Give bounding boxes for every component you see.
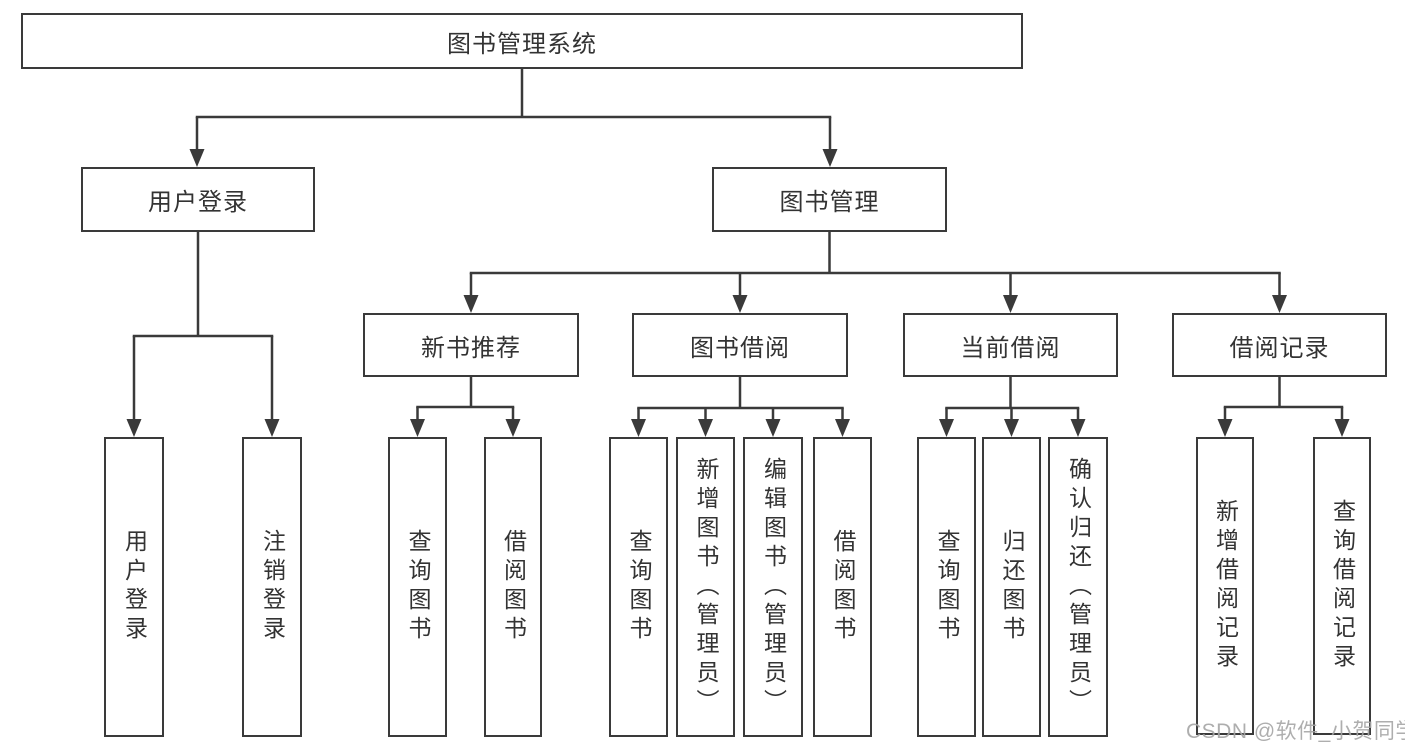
leaf-label: 注销登录 bbox=[259, 529, 286, 645]
leaf-user-login: 用户登录 bbox=[104, 437, 164, 737]
leaf-return-book: 归还图书 bbox=[982, 437, 1041, 737]
node-label: 借阅记录 bbox=[1229, 334, 1330, 362]
leaf-query-books-recommend: 查询图书 bbox=[388, 437, 447, 737]
node-label: 图书管理 bbox=[779, 189, 880, 216]
node-user-login: 用户登录 bbox=[81, 167, 315, 232]
leaf-label: 新增图书（管理员） bbox=[693, 456, 719, 718]
leaf-query-books-borrow: 查询图书 bbox=[609, 437, 668, 737]
leaf-query-books-current: 查询图书 bbox=[917, 437, 976, 737]
node-label: 图书借阅 bbox=[690, 334, 790, 362]
leaf-label: 编辑图书（管理员） bbox=[760, 456, 787, 718]
leaf-label: 查询借阅记录 bbox=[1329, 499, 1356, 673]
node-label: 当前借阅 bbox=[960, 334, 1061, 362]
leaf-logout: 注销登录 bbox=[242, 437, 302, 737]
node-label: 图书管理系统 bbox=[447, 30, 597, 58]
node-library-management-system: 图书管理系统 bbox=[21, 13, 1023, 69]
leaf-label: 借阅图书 bbox=[500, 529, 527, 645]
leaf-label: 新增借阅记录 bbox=[1212, 499, 1239, 673]
node-label: 新书推荐 bbox=[421, 334, 521, 362]
node-label: 用户登录 bbox=[148, 189, 248, 216]
watermark: CSDN @软件_小贺同学 bbox=[1186, 720, 1405, 743]
leaf-label: 确认归还（管理员） bbox=[1065, 456, 1092, 718]
leaf-label: 查询图书 bbox=[934, 529, 960, 645]
node-borrow-records: 借阅记录 bbox=[1172, 313, 1387, 377]
leaf-label: 借阅图书 bbox=[830, 529, 856, 645]
leaf-add-borrow-record: 新增借阅记录 bbox=[1196, 437, 1254, 735]
node-new-book-recommend: 新书推荐 bbox=[363, 313, 579, 377]
leaf-query-borrow-record: 查询借阅记录 bbox=[1313, 437, 1371, 735]
leaf-edit-book-admin: 编辑图书（管理员） bbox=[743, 437, 803, 737]
leaf-label: 查询图书 bbox=[405, 529, 431, 645]
leaf-add-book-admin: 新增图书（管理员） bbox=[676, 437, 735, 737]
node-book-borrow: 图书借阅 bbox=[632, 313, 848, 377]
leaf-label: 归还图书 bbox=[999, 529, 1025, 645]
leaf-label: 查询图书 bbox=[626, 529, 652, 645]
node-current-borrow: 当前借阅 bbox=[903, 313, 1118, 377]
leaf-confirm-return-admin: 确认归还（管理员） bbox=[1048, 437, 1108, 737]
leaf-borrow-books-recommend: 借阅图书 bbox=[484, 437, 542, 737]
node-book-management: 图书管理 bbox=[712, 167, 947, 232]
leaf-borrow-books-2: 借阅图书 bbox=[813, 437, 872, 737]
leaf-label: 用户登录 bbox=[121, 529, 148, 645]
